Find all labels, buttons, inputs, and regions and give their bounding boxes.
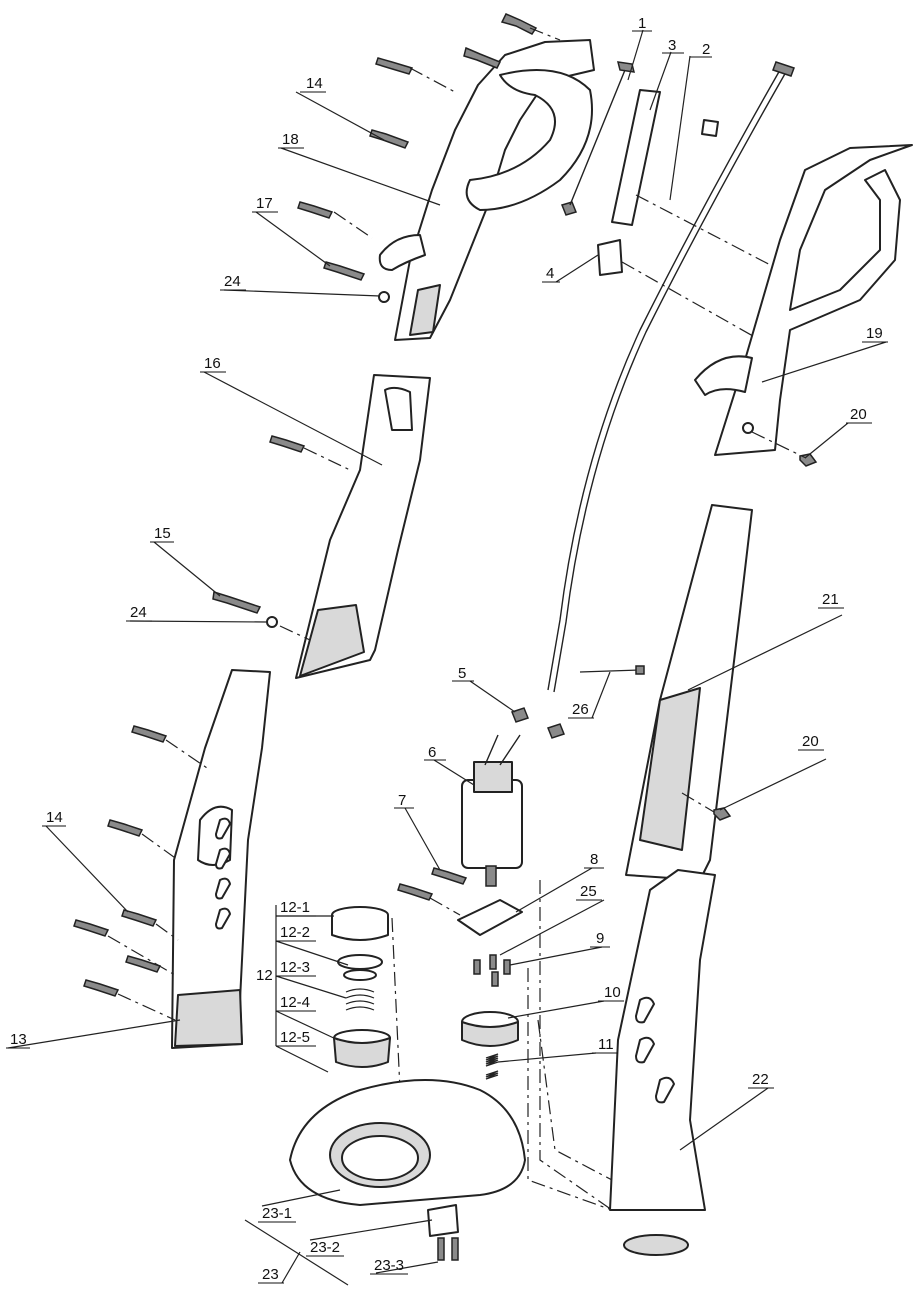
callout-5: 5: [458, 665, 466, 682]
middle-tube-cover: [212, 374, 431, 679]
callout-12-5: 12-5: [280, 1029, 310, 1046]
callout-20-top: 20: [850, 406, 867, 423]
lower-housing-left: [73, 669, 271, 1049]
callout-12-2: 12-2: [280, 924, 310, 941]
callout-20-bottom: 20: [802, 733, 819, 750]
callout-23: 23: [262, 1266, 279, 1283]
callout-24-top: 24: [224, 273, 241, 290]
callout-12: 12: [256, 967, 273, 984]
callout-13: 13: [10, 1031, 27, 1048]
upper-handle-left-half: [378, 39, 595, 341]
lower-housing-right: [527, 869, 716, 1256]
callout-17: 17: [256, 195, 273, 212]
callout-22: 22: [752, 1071, 769, 1088]
switch-assembly: [560, 61, 781, 341]
callout-11: 11: [598, 1036, 614, 1053]
callout-19: 19: [866, 325, 883, 342]
callout-14-top: 14: [306, 75, 323, 92]
callout-1: 1: [638, 15, 646, 32]
callout-24-bottom: 24: [130, 604, 147, 621]
callout-4: 4: [546, 265, 554, 282]
callout-21: 21: [822, 591, 839, 608]
callout-8: 8: [590, 851, 598, 868]
callout-15: 15: [154, 525, 171, 542]
motor-assembly: [397, 707, 565, 936]
guard-assembly: [289, 1079, 526, 1261]
spool-assembly: [331, 906, 493, 1099]
callout-labels: 1 2 3 4 5 6 7 8 9 10 11 12 12-1 12-2 12-…: [6, 15, 888, 1284]
callout-23-2: 23-2: [310, 1239, 340, 1256]
cable-tie: [579, 665, 645, 675]
fan-and-spring: [461, 954, 519, 1080]
callout-12-3: 12-3: [280, 959, 310, 976]
callout-18: 18: [282, 131, 299, 148]
callout-12-1: 12-1: [280, 899, 310, 916]
callout-23-1: 23-1: [262, 1205, 292, 1222]
callout-23-3: 23-3: [374, 1257, 404, 1274]
callout-14-bottom: 14: [46, 809, 63, 826]
callout-12-4: 12-4: [280, 994, 310, 1011]
callout-26: 26: [572, 701, 589, 718]
upper-handle-right-half: [694, 144, 913, 467]
lower-tube-cover-right: [625, 504, 753, 881]
callout-7: 7: [398, 792, 406, 809]
callout-16: 16: [204, 355, 221, 372]
callout-2: 2: [702, 41, 710, 58]
callout-3: 3: [668, 37, 676, 54]
callout-9: 9: [596, 930, 604, 947]
housing-vents: [215, 817, 231, 930]
screws-upper-handle: [297, 13, 561, 303]
callout-6: 6: [428, 744, 436, 761]
callout-10: 10: [604, 984, 621, 1001]
callout-25: 25: [580, 883, 597, 900]
cable: [547, 61, 795, 693]
leader-lines: [7, 29, 887, 1286]
